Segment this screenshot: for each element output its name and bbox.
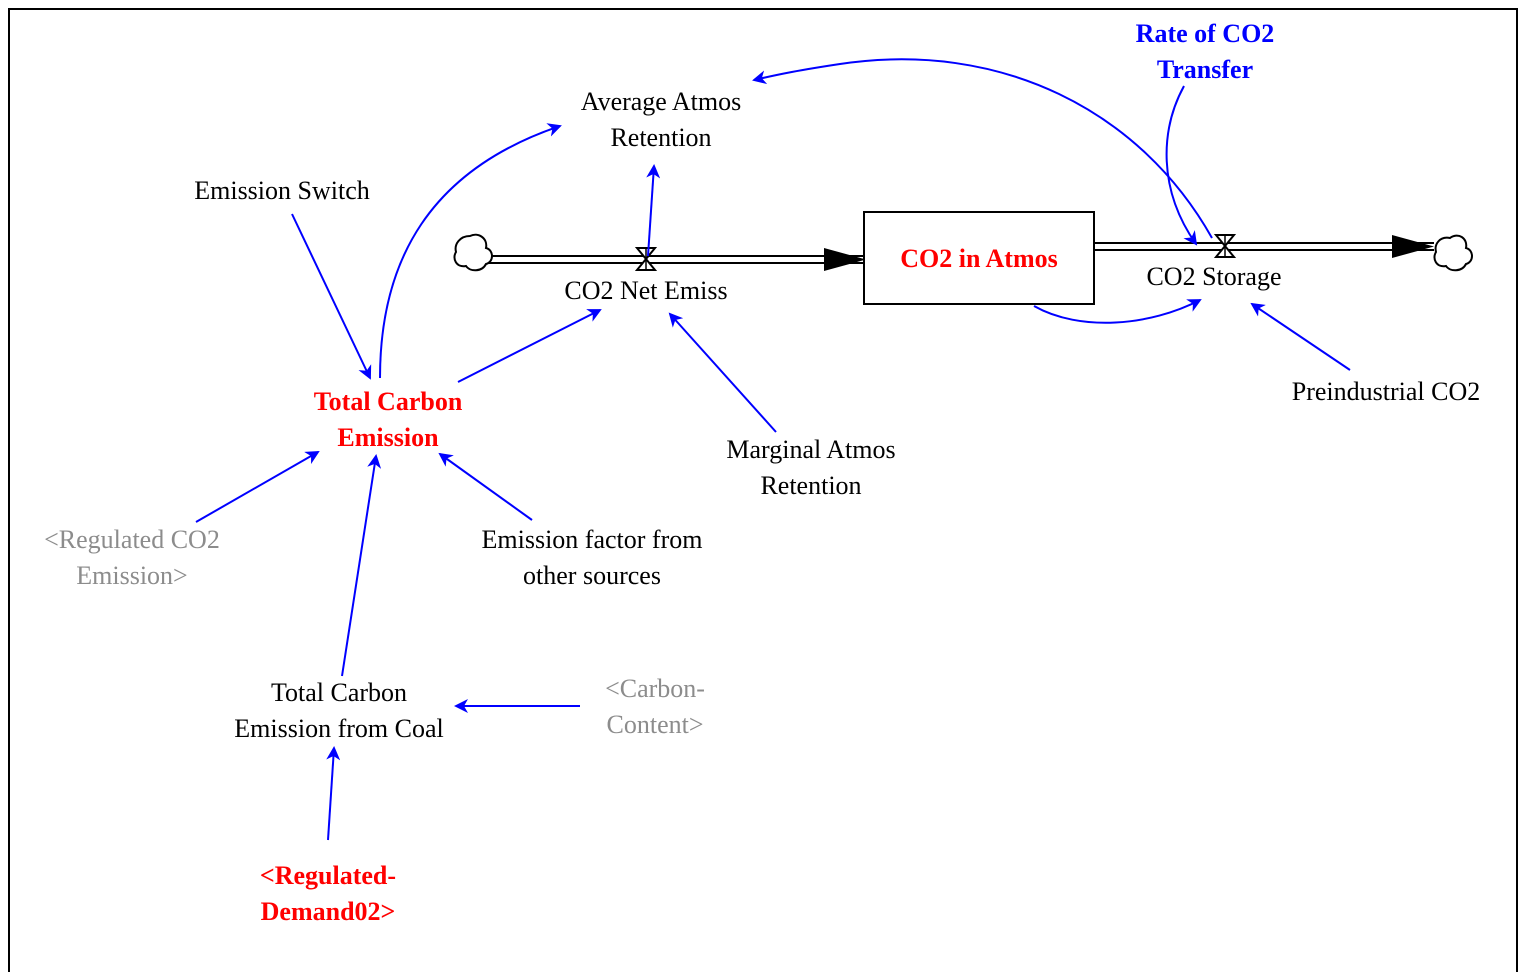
link-stock-to-storage: [1033, 299, 1202, 324]
var-carbon-content-shadow[interactable]: <Carbon- Content>: [605, 674, 705, 739]
var-marginal-atmos-retention[interactable]: Marginal Atmos Retention: [726, 435, 895, 500]
link-total-to-net-emiss: [457, 309, 602, 383]
link-coal-to-total: [341, 454, 382, 677]
net-emiss-flow-pipe: [488, 248, 866, 271]
diagram-frame: [8, 8, 1518, 972]
var-line: <Carbon-: [605, 674, 705, 703]
var-line: Average Atmos: [581, 87, 742, 116]
storage-flow-pipe: [1094, 235, 1434, 258]
link-preindustrial-to-storage: [1250, 302, 1351, 371]
var-average-atmos-retention[interactable]: Average Atmos Retention: [581, 87, 742, 152]
link-total-to-avg-retention: [379, 123, 562, 379]
link-marginal-to-net-emiss: [668, 312, 777, 433]
link-regulated-co2-to-total: [195, 451, 320, 523]
link-net-emiss-to-avg-retention: [646, 164, 661, 257]
var-line: Retention: [610, 123, 711, 152]
var-line: Emission from Coal: [234, 714, 443, 743]
link-switch-to-total: [291, 213, 372, 380]
stock-box-co2-in-atmos[interactable]: [863, 211, 1095, 305]
storage-valve-icon[interactable]: [1213, 234, 1237, 258]
var-emission-factor-other-sources[interactable]: Emission factor from other sources: [482, 525, 703, 590]
source-cloud-icon: [453, 233, 493, 272]
var-line: Total Carbon: [314, 387, 463, 416]
var-line: Emission: [337, 423, 439, 452]
var-total-carbon-emission-from-coal[interactable]: Total Carbon Emission from Coal: [234, 678, 443, 743]
flow-label-net-emiss[interactable]: CO2 Net Emiss: [564, 276, 727, 305]
var-line: Emission Switch: [194, 176, 370, 205]
link-emission-factor-to-total: [438, 452, 533, 521]
var-line: Preindustrial CO2: [1292, 377, 1481, 406]
var-line: Retention: [760, 471, 861, 500]
var-regulated-demand02-shadow[interactable]: <Regulated- Demand02>: [260, 861, 396, 926]
var-regulated-co2-emission-shadow[interactable]: <Regulated CO2 Emission>: [44, 525, 220, 590]
link-storage-to-avg-retention: [752, 58, 1213, 239]
var-line: Content>: [607, 710, 704, 739]
net-emiss-valve-icon[interactable]: [634, 247, 658, 271]
flow-label-storage[interactable]: CO2 Storage: [1146, 262, 1281, 291]
var-preindustrial-co2[interactable]: Preindustrial CO2: [1292, 377, 1481, 406]
var-line: <Regulated CO2: [44, 525, 220, 554]
var-line: Total Carbon: [271, 678, 407, 707]
link-rate-to-storage: [1165, 85, 1198, 246]
var-line: Demand02>: [261, 897, 396, 926]
var-line: Emission>: [76, 561, 187, 590]
var-line: Transfer: [1157, 55, 1253, 84]
link-demand02-to-coal: [326, 746, 341, 841]
var-rate-of-co2-transfer[interactable]: Rate of CO2 Transfer: [1136, 19, 1275, 84]
var-line: other sources: [523, 561, 661, 590]
stock-label: CO2 in Atmos: [900, 244, 1057, 273]
sink-cloud-icon: [1433, 234, 1473, 272]
var-line: <Regulated-: [260, 861, 396, 890]
var-emission-switch[interactable]: Emission Switch: [194, 176, 370, 205]
var-total-carbon-emission[interactable]: Total Carbon Emission: [314, 387, 463, 452]
var-line: Emission factor from: [482, 525, 703, 554]
var-line: Marginal Atmos: [726, 435, 895, 464]
var-line: Rate of CO2: [1136, 19, 1275, 48]
causal-links: [195, 58, 1351, 841]
